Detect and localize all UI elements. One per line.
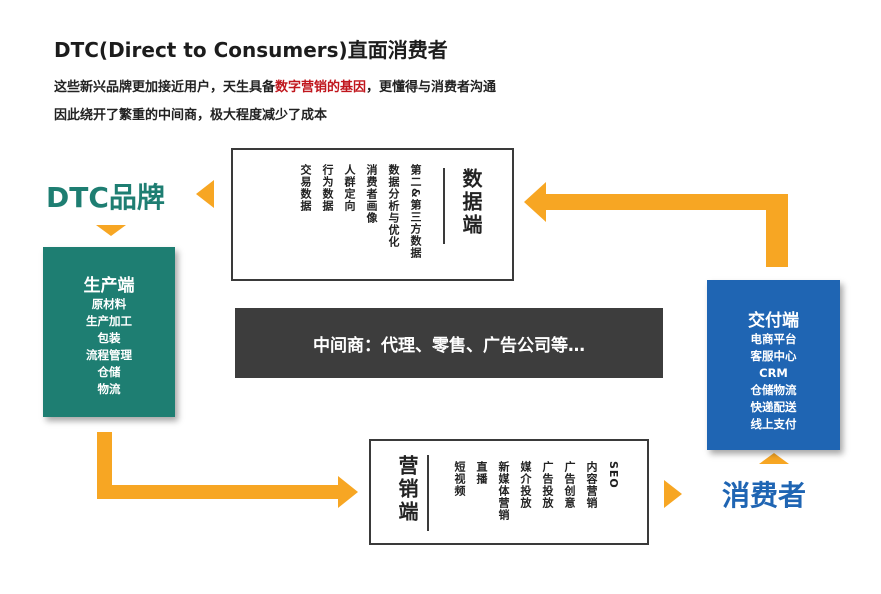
marketing-end-item: 广告投放: [541, 461, 554, 509]
marketing-end-item: SEO: [607, 461, 620, 489]
data-end-title: 数据端: [459, 168, 483, 237]
subtitle-line-1-post: ，更懂得与消费者沟通: [366, 80, 497, 95]
data-end-item: 第二&第三方数据: [409, 164, 422, 259]
marketing-end-title: 营销端: [395, 455, 419, 524]
producer-item: 仓储: [97, 365, 121, 379]
marketing-end-item: 广告创意: [563, 461, 576, 509]
data-end-item: 消费者画像: [365, 164, 378, 224]
data-end-item: 行为数据: [321, 164, 334, 212]
consumer-label: 消费者: [722, 479, 807, 512]
delivery-item: CRM: [759, 366, 788, 380]
producer-item: 原材料: [91, 297, 127, 311]
marketing-end-item: 短视频: [453, 461, 466, 497]
triangle-brand-down: [96, 225, 126, 236]
data-end-item: 交易数据: [299, 164, 312, 212]
dtc-brand-label: DTC品牌: [46, 181, 165, 214]
delivery-item: 快递配送: [750, 400, 797, 414]
marketing-end-item: 媒介投放: [519, 461, 532, 509]
delivery-title: 交付端: [748, 311, 799, 331]
triangle-consumer-up: [759, 453, 789, 464]
producer-panel: 生产端 原材料 生产加工 包装 流程管理 仓储 物流: [43, 247, 175, 417]
marketing-end-item: 直播: [475, 461, 488, 485]
marketing-end-box: 营销端 SEO 内容营销 广告创意 广告投放 媒介投放 新媒体营销 直播 短视频: [369, 439, 649, 545]
delivery-item: 电商平台: [750, 332, 797, 346]
arrow-producer-to-marketing: [97, 432, 358, 508]
middleman-banner: 中间商：代理、零售、广告公司等…: [235, 308, 663, 378]
data-end-box: 数据端 第二&第三方数据 数据分析与优化 消费者画像 人群定向 行为数据 交易数…: [231, 148, 514, 281]
triangle-data-to-brand: [196, 180, 214, 208]
subtitle-line-1: 这些新兴品牌更加接近用户，天生具备数字营销的基因，更懂得与消费者沟通: [54, 76, 496, 95]
data-end-divider: [443, 168, 445, 244]
data-end-item: 人群定向: [343, 164, 356, 212]
triangle-marketing-to-consumer: [664, 480, 682, 508]
marketing-end-item: 内容营销: [585, 461, 598, 509]
subtitle-highlight: 数字营销的基因: [275, 80, 367, 95]
marketing-end-item: 新媒体营销: [497, 461, 510, 521]
marketing-end-divider: [427, 455, 429, 531]
producer-item: 物流: [97, 382, 121, 396]
delivery-panel: 交付端 电商平台 客服中心 CRM 仓储物流 快递配送 线上支付: [707, 280, 840, 450]
producer-item: 生产加工: [86, 314, 132, 328]
delivery-item: 仓储物流: [750, 383, 797, 397]
subtitle-line-2: 因此绕开了繁重的中间商，极大程度减少了成本: [54, 108, 328, 123]
arrow-consumer-to-data: [524, 182, 788, 267]
subtitle-line-1-pre: 这些新兴品牌更加接近用户，天生具备: [54, 80, 276, 95]
producer-title: 生产端: [83, 276, 135, 296]
data-end-item: 数据分析与优化: [387, 164, 400, 248]
delivery-item: 客服中心: [750, 349, 797, 363]
producer-item: 包装: [97, 331, 121, 345]
page-title: DTC(Direct to Consumers)直面消费者: [54, 38, 448, 62]
producer-item: 流程管理: [86, 348, 132, 362]
delivery-item: 线上支付: [750, 417, 797, 431]
